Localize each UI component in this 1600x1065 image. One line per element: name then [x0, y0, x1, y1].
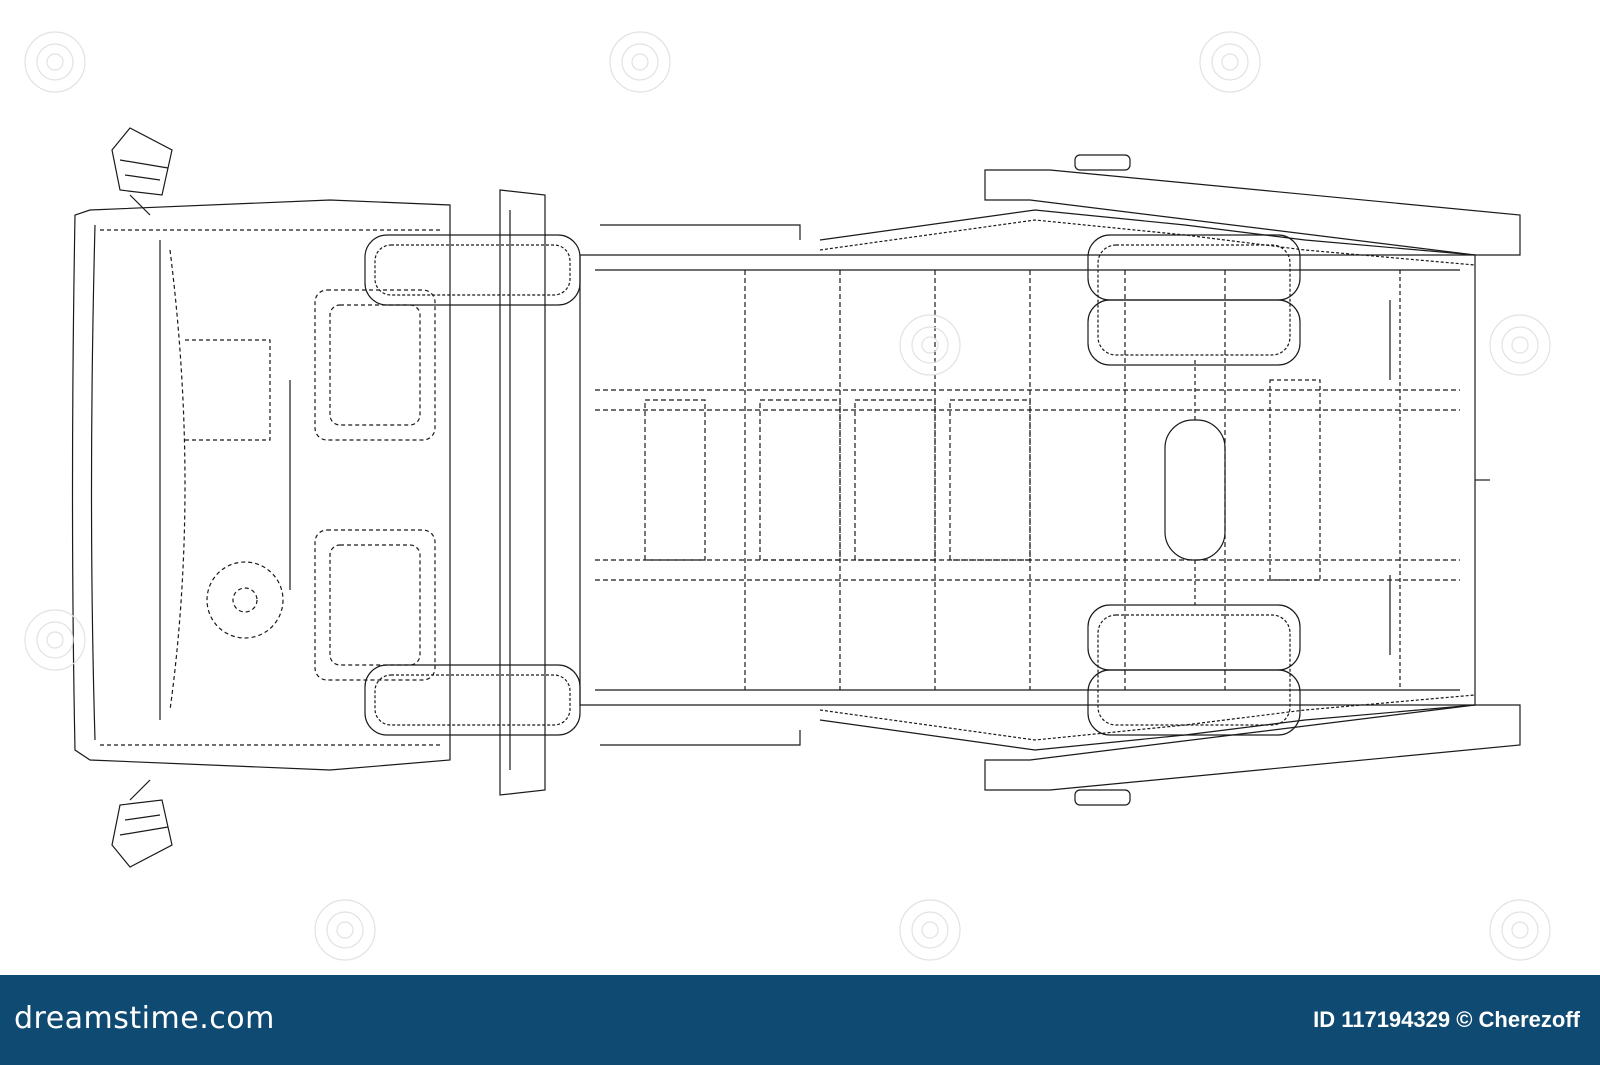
cab-outline: [71, 199, 451, 771]
cab-interior: [185, 289, 436, 681]
image-credit: ID 117194329 © Cherezoff: [1313, 1007, 1580, 1032]
chassis-frame: [579, 224, 1476, 746]
side-rail-lower: [819, 694, 1476, 751]
rear-left-wheels: [1087, 234, 1301, 366]
rear-hopper: [984, 154, 1521, 806]
front-right-wheel: [364, 664, 581, 736]
dreamstime-logo[interactable]: dreamstime.com: [14, 1001, 275, 1036]
rear-axle: [1164, 360, 1321, 605]
frame-crossmembers: [595, 270, 1460, 690]
footer-bar: dreamstime.com ID 117194329 © Cherezoff: [0, 975, 1600, 1065]
front-left-wheel: [364, 234, 581, 306]
right-mirror: [111, 779, 173, 868]
rear-right-wheels: [1087, 604, 1301, 736]
front-bulkhead: [499, 189, 546, 796]
left-mirror: [111, 127, 173, 216]
side-rail-upper: [819, 209, 1476, 266]
vehicle-wireframe-drawing: [71, 127, 1521, 868]
